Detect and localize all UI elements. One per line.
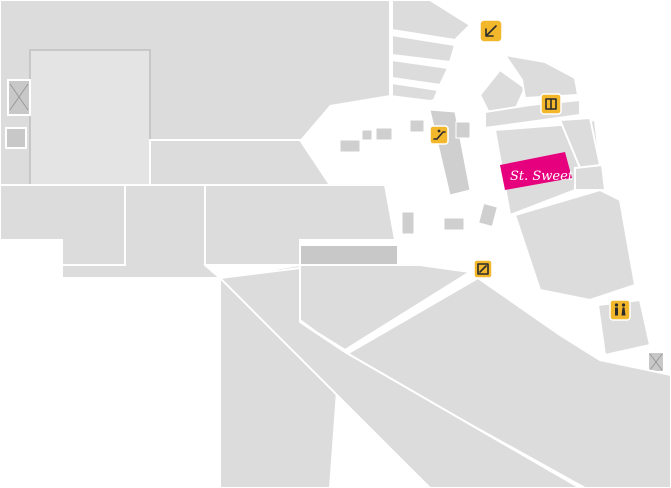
store-unit[interactable] [391, 33, 457, 64]
store-unit-dark[interactable] [299, 244, 399, 266]
store-unit[interactable] [502, 53, 580, 100]
exit-arrow-marker[interactable] [479, 19, 503, 43]
utility-block [5, 127, 27, 149]
stair-hatch [9, 83, 29, 111]
highlighted-store-shape[interactable] [500, 152, 572, 190]
escalator-marker[interactable] [429, 125, 449, 145]
restroom-icon [614, 303, 626, 316]
poi-badge [609, 299, 631, 321]
kiosk[interactable] [375, 127, 393, 141]
north-stores [391, 0, 472, 112]
kiosk[interactable] [478, 202, 498, 228]
elevator-icon [545, 98, 557, 110]
escalator-icon [433, 129, 446, 140]
stair-hatch [649, 353, 663, 371]
anchor-store[interactable] [29, 49, 151, 186]
elevator-marker[interactable] [540, 93, 562, 115]
store-unit[interactable] [217, 266, 582, 488]
kiosk[interactable] [443, 217, 465, 231]
south-stores [217, 244, 671, 488]
left-wing [0, 0, 397, 279]
store-unit[interactable] [513, 188, 637, 302]
store-unit[interactable] [149, 139, 332, 186]
store-unit[interactable] [342, 276, 671, 488]
store-unit[interactable] [391, 58, 450, 87]
kiosk[interactable] [409, 119, 425, 133]
east-stores [478, 53, 665, 373]
kiosk[interactable] [339, 139, 361, 153]
arrow-down-left-icon [485, 25, 497, 37]
atm-marker[interactable] [473, 259, 493, 279]
kiosk[interactable] [361, 129, 373, 141]
kiosk[interactable] [455, 121, 471, 139]
restroom-marker[interactable] [609, 299, 631, 321]
kiosk[interactable] [401, 211, 415, 235]
atm-icon [477, 263, 489, 275]
store-unit[interactable] [391, 0, 472, 42]
poi-badge [429, 125, 449, 145]
highlighted-store[interactable]: St. Sweet [500, 152, 574, 190]
store-unit[interactable] [574, 163, 607, 191]
highlighted-store-label: St. Sweet [510, 169, 574, 184]
